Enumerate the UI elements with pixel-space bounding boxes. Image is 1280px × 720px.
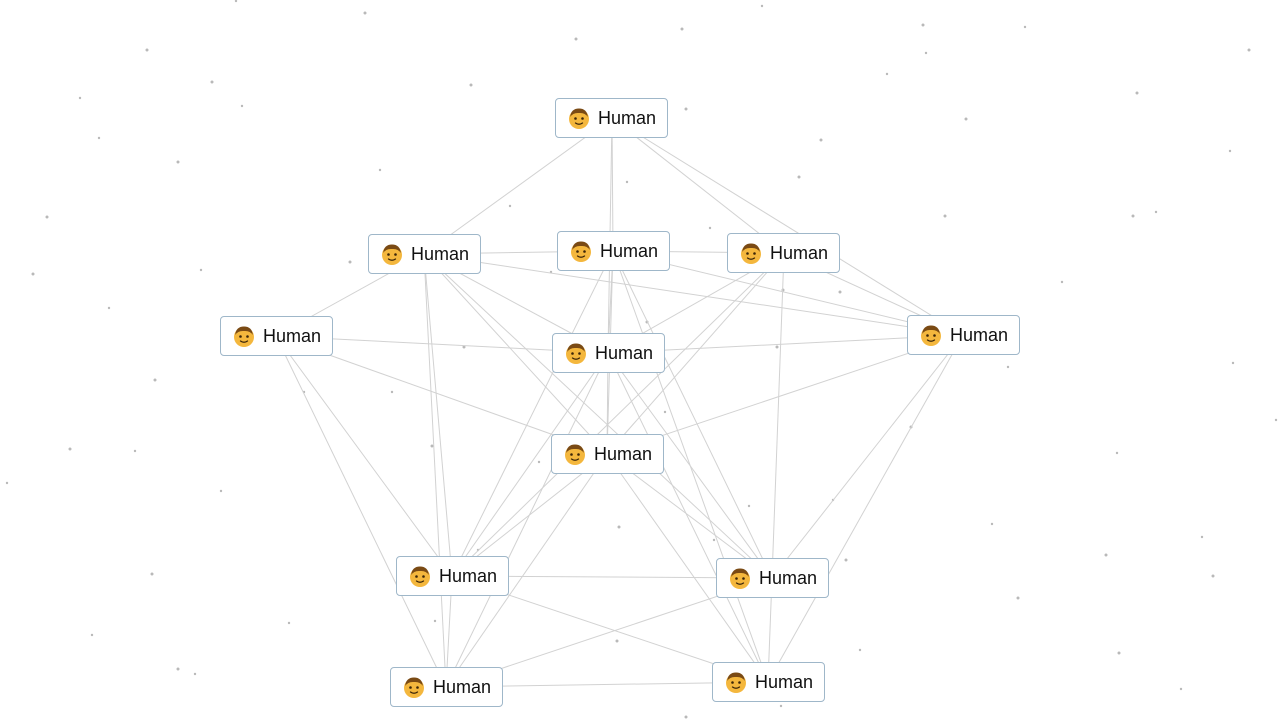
element-human-2[interactable]: Human: [368, 234, 481, 274]
man-emoji-icon: [725, 672, 746, 693]
element-label: Human: [597, 108, 657, 128]
man-emoji-icon: [409, 566, 430, 587]
connection-line: [612, 250, 769, 683]
element-label: Human: [593, 444, 653, 464]
connection-line: [771, 252, 785, 579]
element-label: Human: [758, 568, 818, 588]
connection-line: [423, 253, 608, 455]
element-label: Human: [262, 326, 322, 346]
element-label: Human: [438, 566, 498, 586]
connection-line: [611, 117, 785, 254]
element-human-1[interactable]: Human: [555, 98, 668, 138]
element-label: Human: [410, 244, 470, 264]
connection-line: [611, 117, 614, 252]
man-emoji-icon: [740, 243, 761, 264]
element-human-7[interactable]: Human: [907, 315, 1020, 355]
connection-line: [275, 335, 453, 577]
man-emoji-icon: [565, 343, 586, 364]
connection-line: [607, 352, 769, 683]
element-human-5[interactable]: Human: [220, 316, 333, 356]
connection-line: [275, 335, 447, 688]
connection-line: [606, 453, 769, 683]
element-human-9[interactable]: Human: [396, 556, 509, 596]
connection-line: [767, 334, 964, 683]
element-human-11[interactable]: Human: [390, 667, 503, 707]
connection-lines: [275, 117, 964, 688]
connection-line: [445, 352, 609, 688]
connection-line: [606, 334, 964, 455]
connection-line: [612, 250, 964, 336]
connection-line: [451, 352, 609, 577]
man-emoji-icon: [568, 108, 589, 129]
element-human-6[interactable]: Human: [552, 333, 665, 373]
man-emoji-icon: [381, 244, 402, 265]
connection-line: [451, 250, 614, 577]
element-human-10[interactable]: Human: [716, 558, 829, 598]
connection-line: [423, 253, 447, 688]
element-label: Human: [949, 325, 1009, 345]
connection-line: [445, 453, 608, 688]
man-emoji-icon: [403, 677, 424, 698]
connection-line: [451, 252, 785, 577]
element-label: Human: [754, 672, 814, 692]
connection-line: [423, 117, 613, 255]
man-emoji-icon: [564, 444, 585, 465]
connection-line: [771, 334, 964, 579]
connection-line: [423, 253, 773, 579]
connection-line: [606, 453, 773, 579]
element-human-8[interactable]: Human: [551, 434, 664, 474]
man-emoji-icon: [233, 326, 254, 347]
connection-line: [423, 253, 964, 336]
connection-line: [423, 253, 453, 577]
connection-line: [606, 252, 785, 455]
element-label: Human: [432, 677, 492, 697]
element-label: Human: [594, 343, 654, 363]
element-label: Human: [769, 243, 829, 263]
connection-line: [612, 250, 773, 579]
element-human-3[interactable]: Human: [557, 231, 670, 271]
man-emoji-icon: [729, 568, 750, 589]
connection-line: [611, 117, 964, 336]
element-human-4[interactable]: Human: [727, 233, 840, 273]
man-emoji-icon: [570, 241, 591, 262]
man-emoji-icon: [920, 325, 941, 346]
connection-line: [607, 334, 964, 354]
element-label: Human: [599, 241, 659, 261]
element-human-12[interactable]: Human: [712, 662, 825, 702]
